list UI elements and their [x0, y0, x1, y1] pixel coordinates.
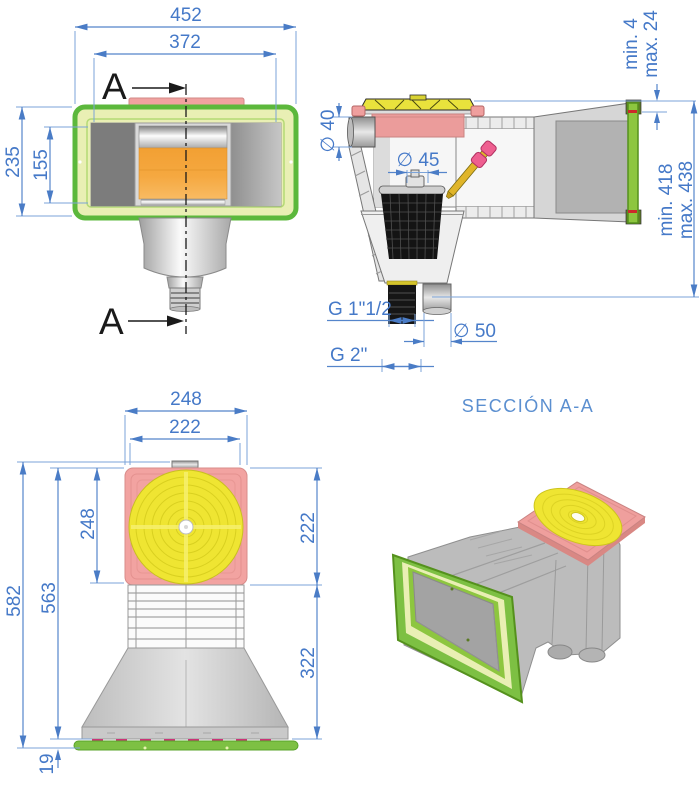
iso-lid-edge — [518, 517, 645, 566]
channel-top-wall — [455, 116, 535, 130]
dim-opening-height: 155 — [31, 149, 52, 181]
dim-thread-g112: G 1"1/2 — [328, 299, 392, 320]
dim-depth-min: min. 418 — [656, 164, 677, 237]
mouth-frame-edge — [627, 102, 639, 224]
dim-inner-width: 372 — [169, 32, 201, 53]
iso-mouth-opening — [413, 572, 499, 671]
dim-base-thickness: 19 — [37, 753, 58, 774]
basket-mesh — [381, 194, 443, 259]
dim-lid-width: 222 — [169, 417, 201, 438]
front-view: A A 452 372 235 155 — [3, 5, 299, 342]
iso-lid-round — [533, 487, 623, 547]
weir-top-band — [138, 125, 228, 149]
dim-lip-max: max. 24 — [641, 10, 662, 78]
iso-drain-stub-left — [547, 644, 573, 660]
lid-lock-left — [351, 105, 366, 117]
dim-pipe-50: ∅ 50 — [453, 321, 496, 342]
body-lower-front — [138, 217, 232, 278]
dim-lid-height: 222 — [298, 512, 319, 544]
dim-frame-height: 248 — [78, 508, 99, 540]
drain-thread-section — [388, 285, 416, 324]
dim-thread-g2: G 2" — [330, 345, 367, 366]
iso-view — [391, 481, 646, 704]
base-flange — [73, 740, 299, 751]
dim-frame-width: 248 — [170, 389, 202, 410]
dim-pipe-40: ∅ 40 — [318, 110, 339, 153]
iso-drain-stub-right — [578, 647, 606, 663]
dim-overall-height: 235 — [3, 146, 24, 178]
dim-depth-max: max. 438 — [676, 161, 697, 239]
funnel-rear — [81, 647, 289, 728]
dim-total-height: 582 — [4, 585, 25, 617]
section-cut-label-top: A — [102, 66, 127, 107]
dim-neck-45: ∅ 45 — [397, 150, 440, 171]
weir-flap — [138, 147, 228, 200]
lid-lock-right — [470, 105, 485, 117]
basket-handle-hub — [405, 175, 425, 188]
dim-lower-height: 322 — [298, 647, 319, 679]
dim-overall-width: 452 — [170, 5, 202, 26]
section-cut-arrow-bottom — [167, 315, 184, 327]
funnel-foot — [81, 726, 289, 740]
rear-view: 248 222 248 563 582 19 222 322 — [4, 389, 322, 775]
dim-lip-min: min. 4 — [621, 18, 642, 70]
section-cut-arrow-top — [169, 82, 186, 94]
section-cut-label-bottom: A — [99, 301, 124, 342]
vac-tool — [445, 140, 497, 199]
lid-section — [359, 98, 477, 111]
dim-upper-height: 563 — [39, 582, 60, 614]
section-title: SECCIÓN A-A — [462, 395, 595, 416]
vent-stub — [171, 460, 199, 469]
channel-bottom-wall — [455, 205, 535, 219]
section-view: min. 4 max. 24 min. 418 max. 438 ∅ 40 ∅ … — [318, 10, 699, 416]
